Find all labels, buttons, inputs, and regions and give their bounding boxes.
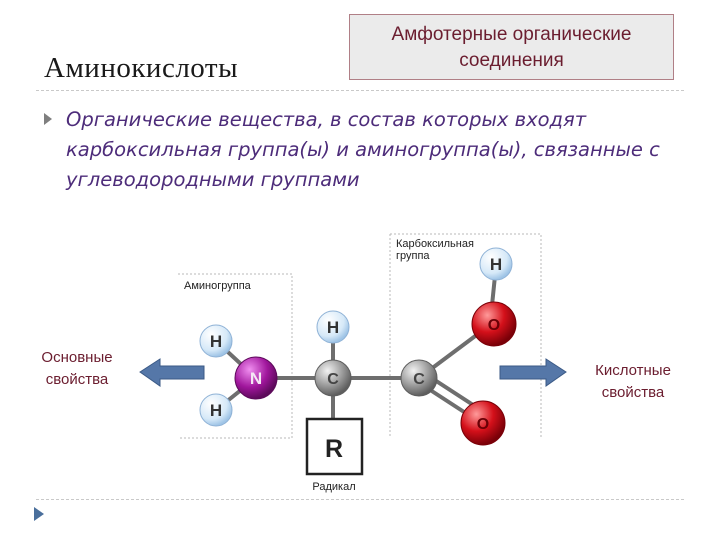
carboxyl-frame-right <box>390 233 542 437</box>
right-arrow-icon <box>499 358 567 387</box>
footer-arrow-icon <box>34 507 44 521</box>
hydrogen-atom-amino-top: H <box>199 324 233 358</box>
oxygen-atom-carbonyl: O <box>460 400 506 446</box>
nitrogen-atom: N <box>234 356 278 400</box>
svg-text:H: H <box>490 255 502 274</box>
svg-text:H: H <box>210 332 222 351</box>
svg-text:R: R <box>325 435 343 463</box>
carbon-atom-alpha: C <box>314 359 352 397</box>
hydrogen-atom-hydroxyl: H <box>479 247 513 281</box>
left-arrow-icon <box>139 358 205 387</box>
radical-label: Радикал <box>312 481 355 493</box>
callout-box: Амфотерные органические соединения <box>349 14 674 80</box>
hydrogen-atom-alpha: H <box>316 310 350 344</box>
radical-box: R <box>305 417 364 476</box>
definition-text: Органические вещества, в состав которых … <box>66 108 660 191</box>
carboxyl-group-label-2: группа <box>396 250 430 262</box>
carboxyl-group-label-1: Карбоксильная <box>396 238 474 250</box>
carbon-atom-carboxyl: C <box>400 359 438 397</box>
svg-text:H: H <box>210 401 222 420</box>
amino-group-label: Аминогруппа <box>184 280 252 292</box>
slide-title: Аминокислоты <box>44 52 239 84</box>
basic-properties-text: Основные свойства <box>41 349 113 388</box>
acidic-properties-text: Кислотные свойства <box>595 362 671 401</box>
svg-text:O: O <box>488 317 500 334</box>
svg-text:O: O <box>477 416 489 433</box>
svg-text:N: N <box>250 369 262 388</box>
oxygen-atom-hydroxyl: O <box>471 301 517 347</box>
bottom-divider <box>36 499 684 500</box>
bullet-arrow-icon <box>44 113 52 125</box>
callout-text: Амфотерные органические соединения <box>391 24 632 71</box>
svg-text:H: H <box>327 318 339 337</box>
svg-text:C: C <box>413 371 425 388</box>
bonds <box>214 264 498 427</box>
svg-text:C: C <box>327 371 339 388</box>
hydrogen-atom-amino-bottom: H <box>199 393 233 427</box>
basic-properties-label: Основные свойства <box>22 347 132 391</box>
amino-group-frame <box>178 273 293 439</box>
acidic-properties-label: Кислотные свойства <box>578 360 688 404</box>
top-divider <box>36 90 684 91</box>
